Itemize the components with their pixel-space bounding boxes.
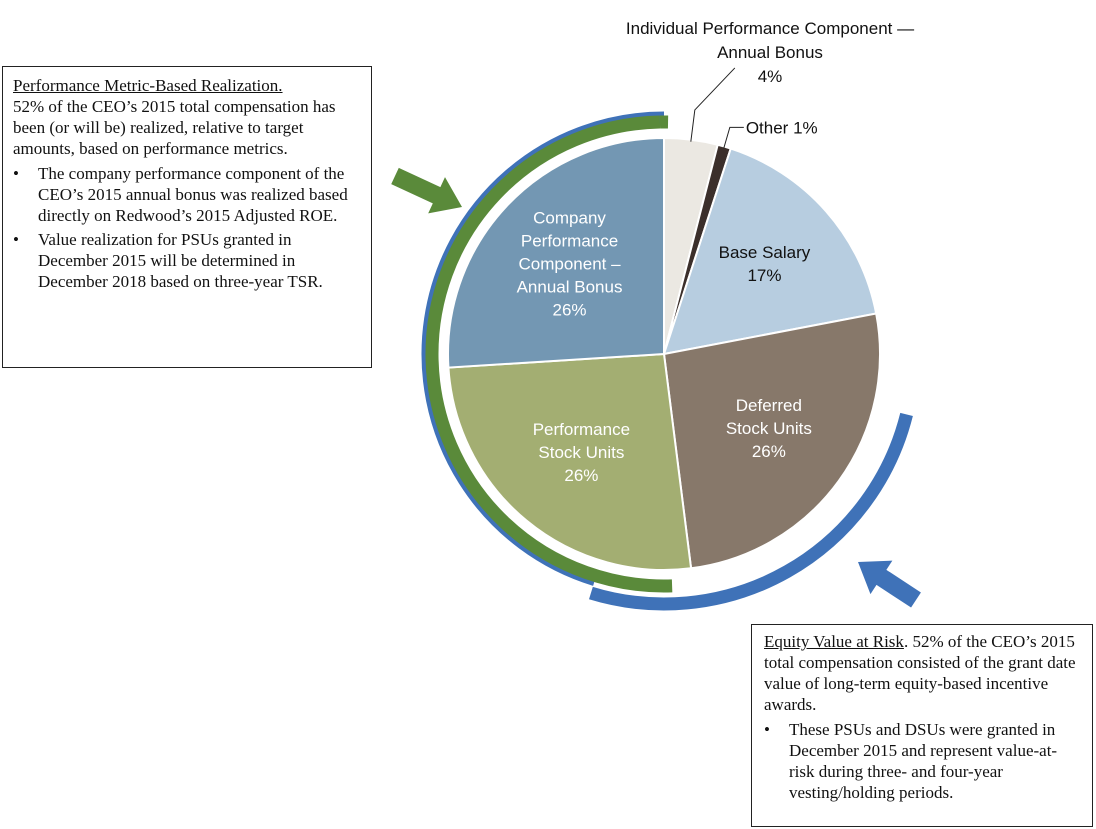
pie-slices — [447, 136, 881, 571]
performance-metric-ring — [425, 115, 673, 593]
performance-metric-note-title: Performance Metric-Based Realization. — [13, 76, 283, 95]
equity-value-note: Equity Value at Risk. 52% of the CEO’s 2… — [751, 624, 1093, 827]
note-bullet-item: •Value realization for PSUs granted in D… — [13, 230, 323, 291]
green-arrow-icon — [391, 167, 462, 214]
note-bullet-item: •These PSUs and DSUs were granted in Dec… — [764, 720, 1058, 802]
performance-metric-note-bullets: •The company performance component of th… — [13, 163, 361, 292]
equity-value-note-title: Equity Value at Risk — [764, 632, 904, 651]
equity-value-note-bullets: •These PSUs and DSUs were granted in Dec… — [764, 719, 1082, 803]
pie-slice-performance-stock-units — [447, 352, 693, 571]
performance-metric-note: Performance Metric-Based Realization. 52… — [2, 66, 372, 368]
performance-metric-note-body: 52% of the CEO’s 2015 total compensation… — [13, 97, 336, 158]
bullet-icon: • — [13, 164, 19, 183]
bullet-icon: • — [13, 230, 19, 249]
leader-line-individual-performance — [690, 67, 736, 142]
pie-slice-company-performance-component-annual-bonus — [447, 136, 665, 369]
callout-arrows — [391, 167, 921, 608]
equity-value-note-body: . 52% of the CEO’s 2015 total compensati… — [764, 632, 1076, 714]
leader-line-other — [723, 126, 744, 149]
slice-label-other: Other 1% — [746, 118, 818, 137]
equity-at-risk-ring-segment — [589, 412, 913, 611]
bullet-icon: • — [764, 720, 770, 739]
slice-label-individual-performance-component-annual-bonus: Individual Performance Component —Annual… — [626, 19, 914, 86]
blue-arrow-icon — [858, 560, 921, 608]
pie-slice-deferred-stock-units — [662, 312, 881, 570]
rings-layer — [421, 111, 913, 611]
pie-slice-base-salary — [662, 147, 878, 356]
note-bullet-item: •The company performance component of th… — [13, 164, 348, 225]
leader-lines — [690, 67, 744, 149]
